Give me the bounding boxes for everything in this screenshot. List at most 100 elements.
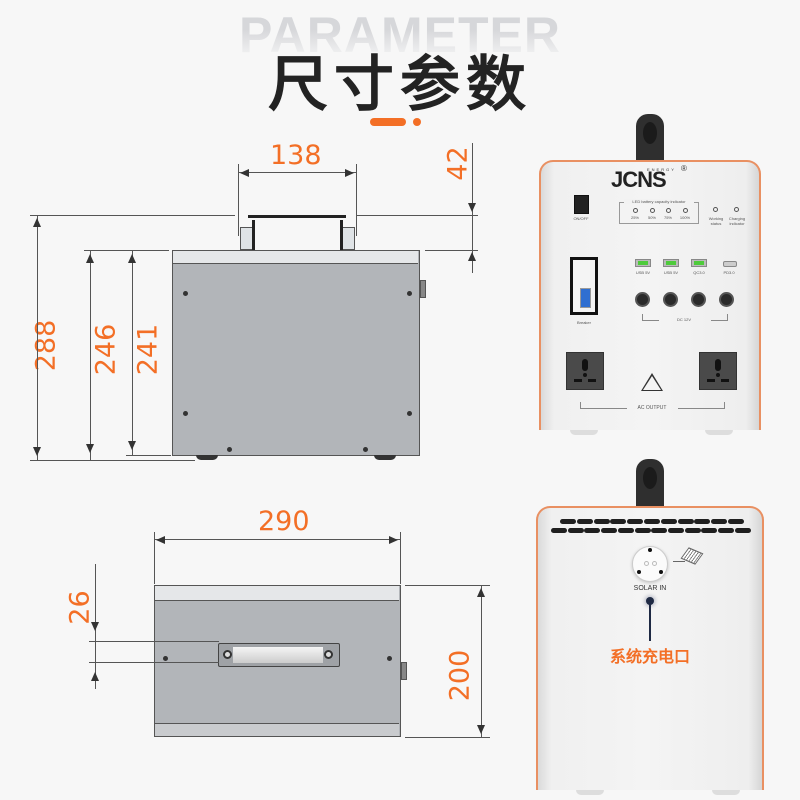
back-panel-view: SOLAR IN 系统充电口 xyxy=(530,455,800,800)
ext-line xyxy=(405,585,490,586)
ext-line xyxy=(126,455,171,456)
screw-icon xyxy=(407,291,412,296)
usb-qc-port[interactable] xyxy=(691,259,707,267)
arrow-icon xyxy=(86,444,94,453)
dim-line xyxy=(238,172,356,173)
page-title: 尺寸参数 xyxy=(268,50,532,120)
front-panel-view: JCNS ENERGY ® ON/OFF LED battery capacit… xyxy=(530,110,800,450)
power-switch[interactable] xyxy=(574,195,589,214)
arrow-icon xyxy=(91,622,99,631)
arrow-icon xyxy=(33,447,41,456)
brand-logo: JCNS ENERGY ® xyxy=(611,164,687,193)
foot xyxy=(374,455,396,460)
foot xyxy=(570,430,598,435)
screw-icon xyxy=(183,291,188,296)
led-25 xyxy=(633,208,638,213)
battery-indicator-group: LED battery capacity indicator 25% 50% 7… xyxy=(619,199,699,224)
led-50 xyxy=(650,208,655,213)
handle xyxy=(240,215,355,250)
ext-line xyxy=(238,164,239,236)
vent-row-2 xyxy=(551,528,751,533)
screw-icon xyxy=(387,656,392,661)
power-switch-label: ON/OFF xyxy=(573,216,589,221)
front-view-drawing: 138 42 288 246 241 xyxy=(0,0,520,480)
arrow-icon xyxy=(128,441,136,450)
arrow-icon xyxy=(91,672,99,681)
screw-icon xyxy=(407,411,412,416)
registered-mark: ® xyxy=(681,164,687,173)
ac-socket-2[interactable] xyxy=(699,352,737,390)
device-top-body xyxy=(154,585,401,737)
solar-in-port[interactable] xyxy=(632,546,668,582)
dim-line xyxy=(37,215,38,460)
dim-line xyxy=(90,250,91,460)
ac-output-label: AC OUTPUT xyxy=(637,405,667,411)
callout-dot xyxy=(646,597,654,605)
foot xyxy=(576,790,604,795)
arrow-icon xyxy=(156,536,165,544)
dc-port-1[interactable] xyxy=(635,292,650,307)
ext-line xyxy=(425,250,478,251)
arrow-icon xyxy=(86,254,94,263)
dim-line xyxy=(132,250,133,456)
breaker-switch[interactable] xyxy=(570,257,598,315)
dim-handle-height: 42 xyxy=(442,146,474,181)
carry-strap xyxy=(636,114,664,166)
screw-icon xyxy=(163,656,168,661)
device-front-body: JCNS ENERGY ® ON/OFF LED battery capacit… xyxy=(539,160,761,430)
dim-length: 290 xyxy=(258,506,310,537)
arrow-icon xyxy=(345,169,354,177)
charging-port-callout: 系统充电口 xyxy=(609,647,690,666)
breaker-label: Breaker xyxy=(576,320,591,325)
side-knob xyxy=(420,280,426,298)
ext-line xyxy=(89,641,219,642)
device-back-body: SOLAR IN 系统充电口 xyxy=(536,506,764,790)
arrow-icon xyxy=(33,218,41,227)
dim-total-height: 288 xyxy=(30,319,62,372)
screw-icon xyxy=(363,447,368,452)
dim-line xyxy=(154,539,400,540)
dc-label: DC 12V xyxy=(676,317,691,322)
title-accent-bar xyxy=(370,118,406,126)
ext-line xyxy=(400,532,401,584)
carry-strap xyxy=(636,459,664,511)
solar-in-label: SOLAR IN xyxy=(633,585,667,592)
side-knob xyxy=(401,662,407,680)
usb-port-1[interactable] xyxy=(635,259,651,267)
ext-line xyxy=(405,737,490,738)
ext-line xyxy=(30,215,235,216)
dim-body-height-inner: 241 xyxy=(132,323,164,376)
arrow-icon xyxy=(389,536,398,544)
solar-panel-icon xyxy=(680,547,704,565)
arrow-icon xyxy=(468,203,476,212)
vent-row-1 xyxy=(560,519,744,524)
usb-c-port[interactable] xyxy=(723,261,737,267)
ext-line xyxy=(30,460,195,461)
ext-line xyxy=(154,532,155,584)
usb-port-2[interactable] xyxy=(663,259,679,267)
foot xyxy=(196,455,218,460)
dc-port-3[interactable] xyxy=(691,292,706,307)
led-75 xyxy=(666,208,671,213)
led-100 xyxy=(683,208,688,213)
ext-line xyxy=(356,164,357,236)
arrow-icon xyxy=(477,725,485,734)
brand-sub: ENERGY xyxy=(647,167,676,172)
dim-handle-width: 138 xyxy=(270,140,322,171)
ac-socket-1[interactable] xyxy=(566,352,604,390)
screw-icon xyxy=(227,447,232,452)
arrow-icon xyxy=(468,252,476,261)
foot xyxy=(705,430,733,435)
dc-port-2[interactable] xyxy=(663,292,678,307)
brand-name: JCNS xyxy=(611,167,667,192)
charging-indicator-led xyxy=(734,207,739,212)
dc-port-4[interactable] xyxy=(719,292,734,307)
high-voltage-warning-icon xyxy=(641,373,663,391)
top-view-drawing: 290 26 200 xyxy=(0,480,520,800)
arrow-icon xyxy=(128,254,136,263)
device-side-body xyxy=(172,250,420,456)
dim-body-height-outer: 246 xyxy=(90,323,122,376)
dim-line xyxy=(481,585,482,737)
callout-line xyxy=(649,604,651,641)
dim-width: 200 xyxy=(444,649,476,702)
